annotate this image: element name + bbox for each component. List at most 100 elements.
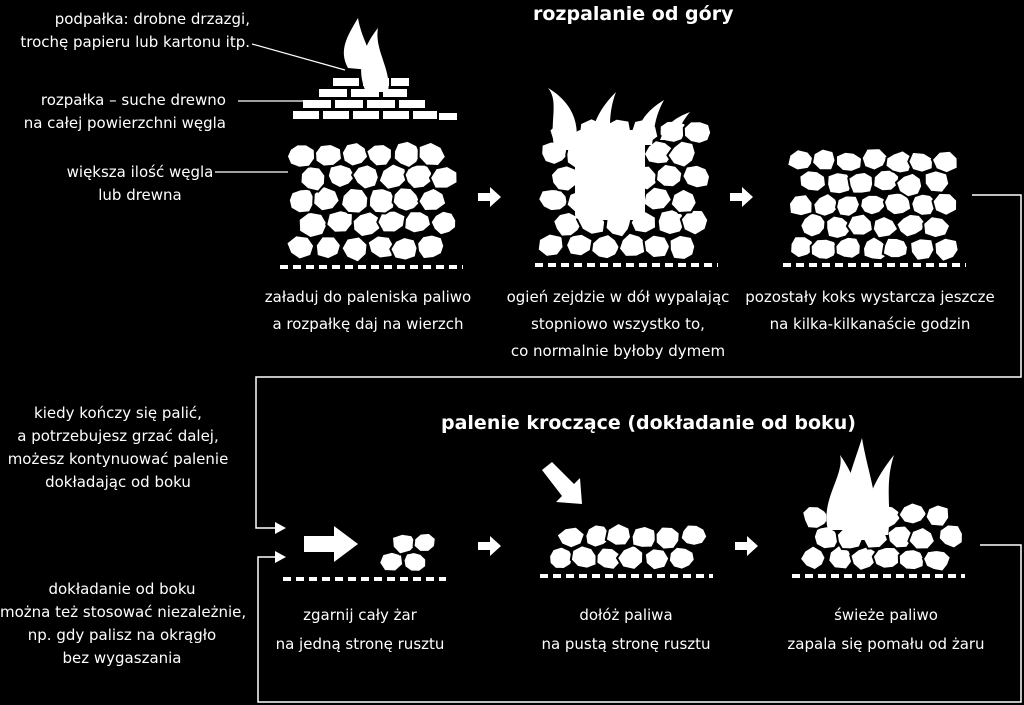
- fuel-stone: [367, 187, 397, 215]
- fuel-stone: [285, 143, 317, 169]
- fuel-stone: [416, 233, 446, 261]
- fuel-stone: [536, 187, 569, 213]
- arrow-right-icon: [478, 187, 501, 207]
- fuel-stone: [339, 186, 370, 215]
- step-caption-top-2: ogień zejdzie w dół wypalając stopniowo …: [506, 288, 730, 360]
- fuel-stone: [681, 163, 712, 190]
- fuel-stone: [555, 525, 587, 550]
- label-leader-lines: [215, 43, 346, 173]
- fuel-stone: [403, 163, 434, 191]
- kindling-plank: [365, 98, 397, 110]
- fuel-stone: [786, 148, 817, 172]
- fuel-stone: [615, 543, 645, 572]
- fuel-stone: [403, 210, 433, 235]
- fuel-stone: [584, 523, 612, 549]
- fuel-stone: [872, 168, 901, 193]
- push-arrow-icon: [304, 526, 358, 562]
- fuel-stone: [871, 545, 903, 570]
- fuel-stone: [907, 525, 937, 551]
- fuel-stone: [812, 191, 841, 218]
- fuel-stone: [312, 184, 341, 213]
- fuel-stone: [376, 209, 407, 234]
- fuel-stone: [910, 192, 937, 217]
- fuel-stone: [871, 214, 900, 240]
- kindling-plank: [389, 76, 411, 88]
- fuel-stone: [654, 162, 684, 189]
- arrow-right-icon: [730, 187, 753, 207]
- fuel-stone: [377, 550, 405, 573]
- fuel-stone: [313, 142, 344, 168]
- fuel-stone: [314, 235, 343, 261]
- fuel-stone: [798, 544, 827, 572]
- step-caption-bottom-3: świeże paliwo zapala się pomału od żaru: [787, 606, 985, 653]
- step-caption-bottom-1: zgarnij cały żar na jedną stronę rusztu: [275, 606, 445, 653]
- fuel-stone: [884, 149, 914, 175]
- kindling-plank: [333, 98, 365, 110]
- fuel-stone: [366, 234, 396, 260]
- fuel-stone: [389, 235, 419, 262]
- fuel-stone: [835, 150, 864, 173]
- fuel-stone: [907, 150, 935, 174]
- fuel-stone: [682, 120, 713, 145]
- kindling-plank: [331, 76, 361, 88]
- section-title-top: rozpalanie od góry: [533, 3, 734, 25]
- kindling-plank: [301, 98, 333, 110]
- fuel-stone: [536, 232, 565, 258]
- fuel-stone: [412, 531, 437, 553]
- fuel-stone: [922, 215, 952, 240]
- fuel-stone: [417, 186, 448, 213]
- fuel-stone: [287, 187, 315, 215]
- fuel-stone: [326, 162, 358, 190]
- fuel-stone: [847, 170, 875, 195]
- kindling-plank: [381, 109, 411, 121]
- fuel-stone: [340, 235, 369, 264]
- add-fuel-arrow-icon: [542, 462, 582, 504]
- fuel-stone: [390, 532, 419, 556]
- step-caption-bottom-2: dołóż paliwa na pustą stronę rusztu: [541, 606, 711, 653]
- kindling-plank: [411, 109, 441, 121]
- fuel-stone: [569, 544, 599, 570]
- arrowhead-into-step-1: [275, 522, 286, 534]
- flame-top-middle: [548, 88, 690, 220]
- fuel-stone: [810, 147, 837, 172]
- fuel-stone: [812, 525, 841, 551]
- fuel-stone: [630, 524, 658, 549]
- fuel-stone: [669, 187, 698, 215]
- fuel-stone: [679, 208, 710, 237]
- fuel-stone: [391, 186, 422, 213]
- fuel-stone: [860, 147, 890, 172]
- fuel-stone: [590, 232, 622, 261]
- fuel-stone: [299, 164, 327, 193]
- fuel-stone: [595, 546, 622, 571]
- fuel-stone: [789, 235, 817, 260]
- fuel-stone: [835, 194, 862, 218]
- fuel-stone: [799, 211, 827, 239]
- fuel-stone: [428, 164, 459, 190]
- grates: [280, 263, 966, 581]
- fuel-stone: [340, 140, 370, 168]
- note-continue: kiedy kończy się palić, a potrzebujesz g…: [7, 404, 229, 491]
- step-caption-top-3: pozostały koks wystarcza jeszcze na kilk…: [745, 288, 995, 333]
- arrow-right-icon: [735, 536, 758, 556]
- kindling-plank: [291, 109, 321, 121]
- fuel-stone: [834, 235, 862, 260]
- fuel-stone: [643, 547, 671, 572]
- fuel-stone: [604, 521, 633, 547]
- fuel-stone: [826, 171, 853, 196]
- fuel-stone: [350, 163, 380, 191]
- fuel-stone: [895, 212, 927, 239]
- fuel-stone: [654, 525, 681, 551]
- fuel-stone: [937, 523, 964, 550]
- fuel-stone: [429, 209, 458, 237]
- fuel-stone: [642, 233, 672, 260]
- fuel-stone: [666, 139, 697, 169]
- section-title-bottom: palenie kroczące (dokładanie od boku): [441, 412, 856, 434]
- fuel-stone: [787, 193, 814, 218]
- fuel-stone: [897, 501, 929, 526]
- kindling-plank: [317, 87, 349, 99]
- fuel-stone: [933, 236, 960, 264]
- fuel-stone: [921, 548, 952, 573]
- fuel-stone: [859, 193, 887, 217]
- fuel-stone: [909, 237, 936, 262]
- note-independent: dokładanie od boku można też stosować ni…: [0, 580, 247, 667]
